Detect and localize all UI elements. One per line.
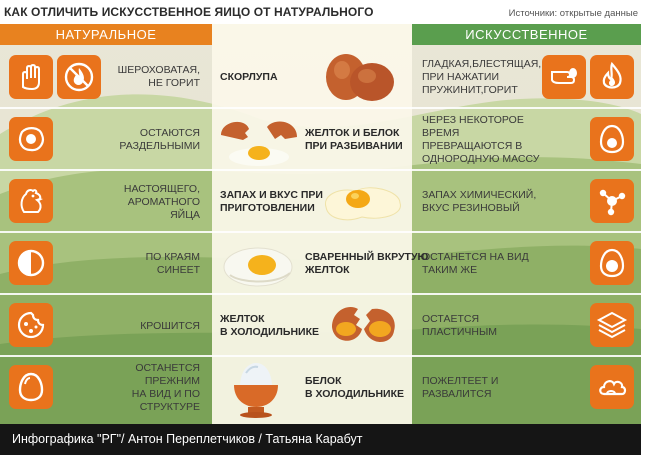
row-shell: КРОШИТСЯ ЖЕЛТОК В ХОЛОДИЛЬНИКЕ ОСТАЕТСЯ …: [0, 295, 641, 357]
criterion-label: СКОРЛУПА: [220, 70, 278, 83]
natural-description: ОСТАНЕТСЯ ПРЕЖНИМ НА ВИД И ПО СТРУКТУРЕ: [131, 362, 200, 413]
boiled-egg-image: [223, 247, 293, 287]
natural-description: ШЕРОХОВАТАЯ, НЕ ГОРИТ: [117, 64, 200, 89]
artificial-description: ЧЕРЕЗ НЕКОТОРОЕ ВРЕМЯ ПРЕВРАЩАЮТСЯ В ОДН…: [422, 114, 540, 165]
cracked-egg-image: [332, 307, 395, 342]
natural-description: НАСТОЯЩЕГО, АРОМАТНОГО ЯЙЦА: [123, 182, 200, 221]
criterion-label: БЕЛОК В ХОЛОДИЛЬНИКЕ: [305, 375, 405, 400]
no-fire-icon: [57, 55, 101, 99]
molecule-icon: [590, 179, 634, 223]
egg-icon: [9, 365, 53, 409]
criterion-label: СВАРЕННЫЙ ВКРУТУЮ ЖЕЛТОК: [305, 251, 429, 276]
artificial-description: ОСТАЕТСЯ ПЛАСТИЧНЫМ: [422, 313, 498, 338]
page-title: КАК ОТЛИЧИТЬ ИСКУССТВЕННОЕ ЯИЦО ОТ НАТУР…: [4, 5, 374, 19]
artificial-column-header: ИСКУССТВЕННОЕ: [465, 27, 588, 42]
egg-in-cup-image: [234, 363, 278, 418]
separated-yolk-icon: [9, 117, 53, 161]
half-circle-icon: [9, 241, 53, 285]
hand-press-icon: [542, 55, 586, 99]
artificial-description: ОСТАНЕТСЯ НА ВИД ТАКИМ ЖЕ: [422, 251, 529, 276]
whole-eggs-image: [326, 54, 394, 101]
natural-description: КРОШИТСЯ: [140, 319, 200, 332]
credits-text: Инфографика "РГ"/ Антон Переплетчиков / …: [12, 432, 363, 446]
infographic-panel: НАТУРАЛЬНОЕ ИСКУССТВЕННОЕ ШЕРОХОВАТАЯ, Н…: [0, 24, 641, 424]
layers-icon: [590, 303, 634, 347]
header: КАК ОТЛИЧИТЬ ИСКУССТВЕННОЕ ЯИЦО ОТ НАТУР…: [0, 0, 650, 24]
artificial-description: ПОЖЕЛТЕЕТ И РАЗВАЛИТСЯ: [422, 375, 499, 400]
row-shell: ОСТАЮТСЯ РАЗДЕЛЬНЫМИ ЖЕЛТОК И БЕЛОК ПРИ …: [0, 109, 641, 171]
sources-note: Источники: открытые данные: [508, 8, 638, 19]
boiled-egg-icon: [590, 241, 634, 285]
footer-bar: Инфографика "РГ"/ Антон Переплетчиков / …: [0, 424, 641, 455]
natural-column-header: НАТУРАЛЬНОЕ: [55, 27, 157, 42]
mixed-egg-icon: [590, 117, 634, 161]
natural-description: ПО КРАЯМ СИНЕЕТ: [145, 251, 200, 276]
artificial-description: ГЛАДКАЯ,БЛЕСТЯЩАЯ, ПРИ НАЖАТИИ ПРУЖИНИТ,…: [422, 57, 542, 96]
criterion-label: ЖЕЛТОК И БЕЛОК ПРИ РАЗБИВАНИИ: [305, 127, 403, 152]
row-shell: ПО КРАЯМ СИНЕЕТ СВАРЕННЫЙ ВКРУТУЮ ЖЕЛТОК…: [0, 233, 641, 295]
natural-description: ОСТАЮТСЯ РАЗДЕЛЬНЫМИ: [119, 127, 200, 152]
row-shell: НАСТОЯЩЕГО, АРОМАТНОГО ЯЙЦА ЗАПАХ И ВКУС…: [0, 171, 641, 233]
artificial-description: ЗАПАХ ХИМИЧЕСКИЙ, ВКУС РЕЗИНОВЫЙ: [422, 189, 537, 214]
row-shell: ШЕРОХОВАТАЯ, НЕ ГОРИТ СКОРЛУПА ГЛАДКАЯ,Б…: [0, 46, 641, 108]
criterion-label: ЗАПАХ И ВКУС ПРИ ПРИГОТОВЛЕНИИ: [220, 189, 323, 214]
chicken-icon: [9, 179, 53, 223]
criterion-label: ЖЕЛТОК В ХОЛОДИЛЬНИКЕ: [220, 313, 320, 338]
background-landscape: [0, 24, 641, 424]
broken-egg-image: [221, 121, 297, 166]
row-shell: ОСТАНЕТСЯ ПРЕЖНИМ НА ВИД И ПО СТРУКТУРЕ …: [0, 357, 641, 419]
fire-icon: [590, 55, 634, 99]
cookie-icon: [9, 303, 53, 347]
fried-egg-image: [324, 187, 401, 221]
cloud-icon: [590, 365, 634, 409]
hand-touch-icon: [9, 55, 53, 99]
